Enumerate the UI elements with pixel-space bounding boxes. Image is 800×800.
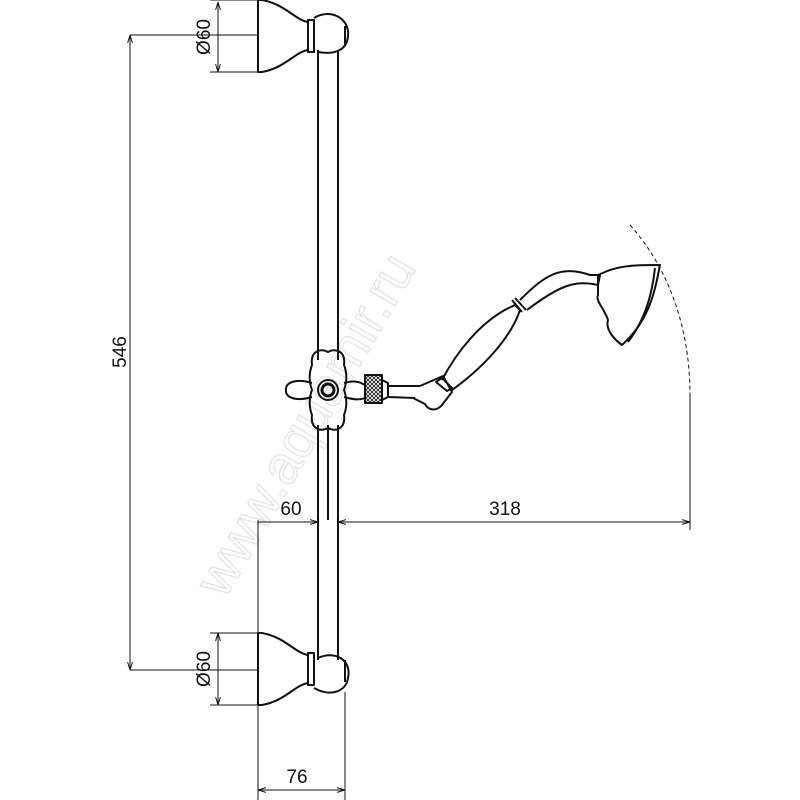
label-top-diameter: Ø60: [194, 19, 215, 55]
label-reach: 318: [489, 499, 521, 520]
bottom-wall-flange: [257, 632, 350, 706]
hand-shower: [435, 264, 661, 392]
top-wall-flange: [257, 0, 350, 73]
label-depth: 76: [286, 767, 307, 788]
slide-rail: [317, 50, 339, 660]
label-bottom-diameter: Ø60: [194, 651, 215, 687]
label-height: 546: [110, 336, 131, 368]
label-offset: 60: [280, 499, 301, 520]
watermark: www.aquamir.ru: [183, 243, 428, 607]
swing-arc: [629, 224, 691, 396]
swivel-connector: [364, 374, 453, 411]
slider-cross-handle: [284, 349, 366, 431]
